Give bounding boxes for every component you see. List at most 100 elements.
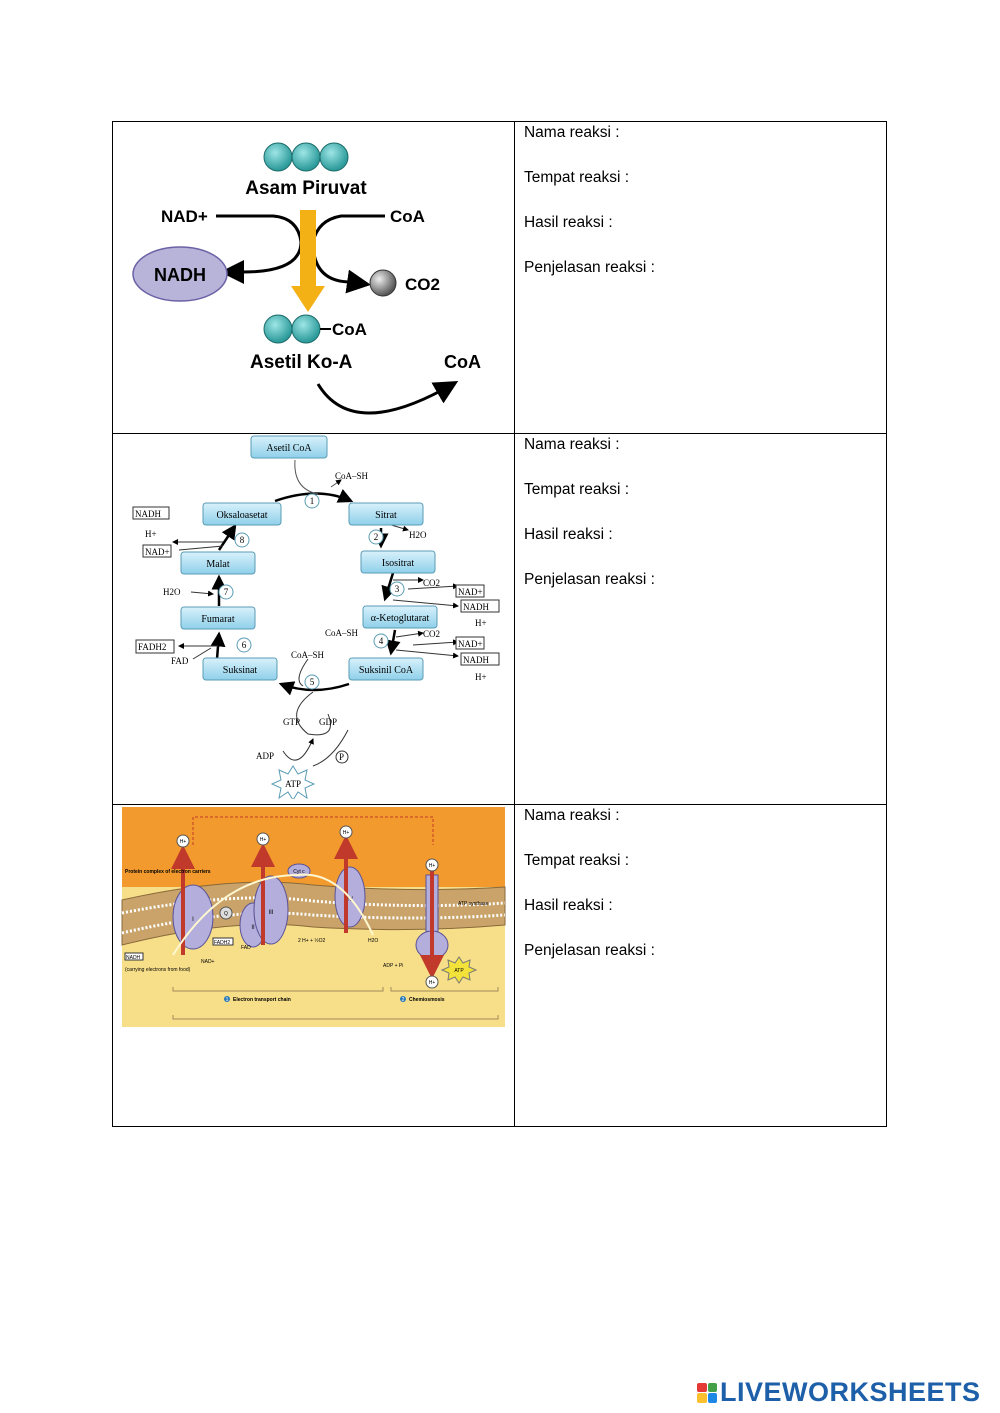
svg-text:Sitrat: Sitrat [375, 510, 397, 521]
coa-attached-label: CoA [332, 320, 367, 339]
field-penjelasan-reaksi: Penjelasan reaksi : [523, 259, 655, 276]
svg-text:Electron transport chain: Electron transport chain [233, 997, 291, 1003]
svg-text:P: P [339, 752, 344, 762]
svg-text:ATP: ATP [285, 779, 301, 789]
svg-text:CO2: CO2 [423, 578, 440, 588]
node-malat: Malat [180, 551, 256, 575]
svg-text:ADP: ADP [256, 751, 274, 761]
nadh-label: NADH [154, 265, 206, 285]
field-hasil-reaksi: Hasil reaksi : [523, 526, 613, 543]
q-carrier [219, 906, 233, 920]
field-tempat-reaksi: Tempat reaksi : [523, 852, 630, 869]
svg-text:2: 2 [402, 997, 405, 1003]
table-row: Asetil CoA Sitrat Isositrat α-Ketoglutar… [112, 433, 888, 805]
proton-markers: H+ H+ H+ H+ H+ [176, 825, 439, 989]
svg-text:ATP: ATP [454, 968, 464, 974]
field-penjelasan-reaksi: Penjelasan reaksi : [523, 571, 655, 588]
field-nama-reaksi: Nama reaksi : [523, 807, 620, 824]
svg-text:NADH: NADH [463, 655, 489, 665]
svg-text:NAD+: NAD+ [458, 587, 483, 597]
co2-molecule [369, 269, 397, 297]
logo-icon [697, 1382, 717, 1403]
svg-text:Cyt c: Cyt c [293, 869, 305, 875]
svg-text:Malat: Malat [206, 559, 230, 570]
svg-text:Asetil CoA: Asetil CoA [266, 443, 312, 454]
svg-text:H+: H+ [429, 980, 436, 986]
svg-text:H2O: H2O [409, 530, 427, 540]
svg-text:H+: H+ [180, 839, 187, 845]
node-asetil-coa: Asetil CoA [250, 435, 328, 459]
svg-text:H+: H+ [429, 863, 436, 869]
answer-cell: Nama reaksi : Tempat reaksi : Hasil reak… [513, 121, 888, 434]
svg-text:H+: H+ [475, 672, 487, 682]
svg-text:2 H+ + ½O2: 2 H+ + ½O2 [298, 937, 325, 944]
svg-text:I: I [192, 917, 194, 923]
cycle-labels: CoA–SH H2O CO2 NAD+ NADH H+ CoA–SH CO2 N… [132, 471, 500, 764]
atp-starburst: ATP [270, 765, 316, 801]
svg-text:Oksaloasetat: Oksaloasetat [216, 510, 267, 521]
svg-text:III: III [268, 910, 273, 916]
svg-text:GTP: GTP [283, 717, 300, 727]
svg-text:FAD: FAD [171, 656, 189, 666]
svg-text:H+: H+ [260, 837, 267, 843]
svg-text:FADH2: FADH2 [214, 940, 230, 946]
svg-text:α-Ketoglutarat: α-Ketoglutarat [371, 613, 430, 624]
field-penjelasan-reaksi: Penjelasan reaksi : [523, 942, 655, 959]
svg-text:IV: IV [347, 897, 353, 903]
svg-text:3: 3 [395, 584, 400, 594]
svg-text:5: 5 [310, 677, 315, 687]
answer-cell: Nama reaksi : Tempat reaksi : Hasil reak… [513, 433, 888, 805]
field-nama-reaksi: Nama reaksi : [523, 124, 620, 141]
svg-text:Suksinat: Suksinat [223, 665, 258, 676]
liveworksheets-logo: LIVEWORKSHEETS [697, 1377, 981, 1408]
node-sitrat: Sitrat [348, 502, 424, 526]
svg-text:8: 8 [240, 535, 245, 545]
svg-text:Isositrat: Isositrat [382, 558, 414, 569]
nad-plus-label: NAD+ [161, 207, 208, 226]
pyruvate-label: Asam Piruvat [245, 178, 367, 199]
svg-text:1: 1 [310, 496, 315, 506]
node-oksaloasetat: Oksaloasetat [202, 502, 282, 526]
worksheet-table: Asam Piruvat NAD+ CoA NADH CO2 CoA Aseti… [112, 121, 888, 1127]
field-hasil-reaksi: Hasil reaksi : [523, 214, 613, 231]
krebs-cycle-diagram: Asetil CoA Sitrat Isositrat α-Ketoglutar… [132, 435, 500, 801]
answer-cell: Nama reaksi : Tempat reaksi : Hasil reak… [513, 804, 888, 1127]
svg-text:H+: H+ [343, 830, 350, 836]
table-row: Asam Piruvat NAD+ CoA NADH CO2 CoA Aseti… [112, 121, 888, 434]
field-hasil-reaksi: Hasil reaksi : [523, 897, 613, 914]
co2-label: CO2 [405, 275, 440, 294]
field-nama-reaksi: Nama reaksi : [523, 436, 620, 453]
svg-text:1: 1 [226, 997, 229, 1003]
etc-labels: Protein complex of electron carriers NAD… [124, 869, 489, 1003]
diagram-cell: Asetil CoA Sitrat Isositrat α-Ketoglutar… [112, 433, 515, 805]
svg-text:NADH: NADH [463, 602, 489, 612]
svg-text:Suksinil CoA: Suksinil CoA [359, 665, 414, 676]
svg-text:H2O: H2O [163, 587, 181, 597]
atp-starburst: ATP [440, 956, 478, 984]
svg-text:CoA–SH: CoA–SH [325, 628, 359, 638]
table-row: I II III IV Q Cyt c [112, 804, 888, 1127]
svg-text:NADH: NADH [135, 509, 161, 519]
step-numbers: 1 2 3 4 5 6 7 8 [218, 493, 405, 690]
svg-text:NAD+: NAD+ [145, 547, 170, 557]
svg-text:ADP + Pi: ADP + Pi [383, 963, 403, 969]
logo-text: LIVEWORKSHEETS [720, 1377, 981, 1407]
svg-text:H+: H+ [475, 618, 487, 628]
acetyl-molecule [263, 314, 331, 344]
node-isositrat: Isositrat [360, 550, 436, 574]
diagram-cell: I II III IV Q Cyt c [112, 804, 515, 1127]
svg-text:ATP synthase: ATP synthase [458, 901, 489, 907]
nadh-bubble [132, 246, 228, 302]
field-tempat-reaksi: Tempat reaksi : [523, 169, 630, 186]
coa-out-label: CoA [444, 352, 481, 372]
svg-text:NAD+: NAD+ [201, 959, 215, 965]
field-tempat-reaksi: Tempat reaksi : [523, 481, 630, 498]
svg-text:(carrying electrons from food): (carrying electrons from food) [125, 967, 191, 973]
svg-text:FAD: FAD [241, 945, 251, 951]
svg-text:CoA–SH: CoA–SH [335, 471, 369, 481]
svg-text:CoA–SH: CoA–SH [291, 650, 325, 660]
svg-text:II: II [251, 925, 255, 931]
svg-text:Protein complex of electron ca: Protein complex of electron carriers [125, 869, 211, 875]
svg-text:6: 6 [242, 640, 247, 650]
svg-text:NAD+: NAD+ [458, 639, 483, 649]
